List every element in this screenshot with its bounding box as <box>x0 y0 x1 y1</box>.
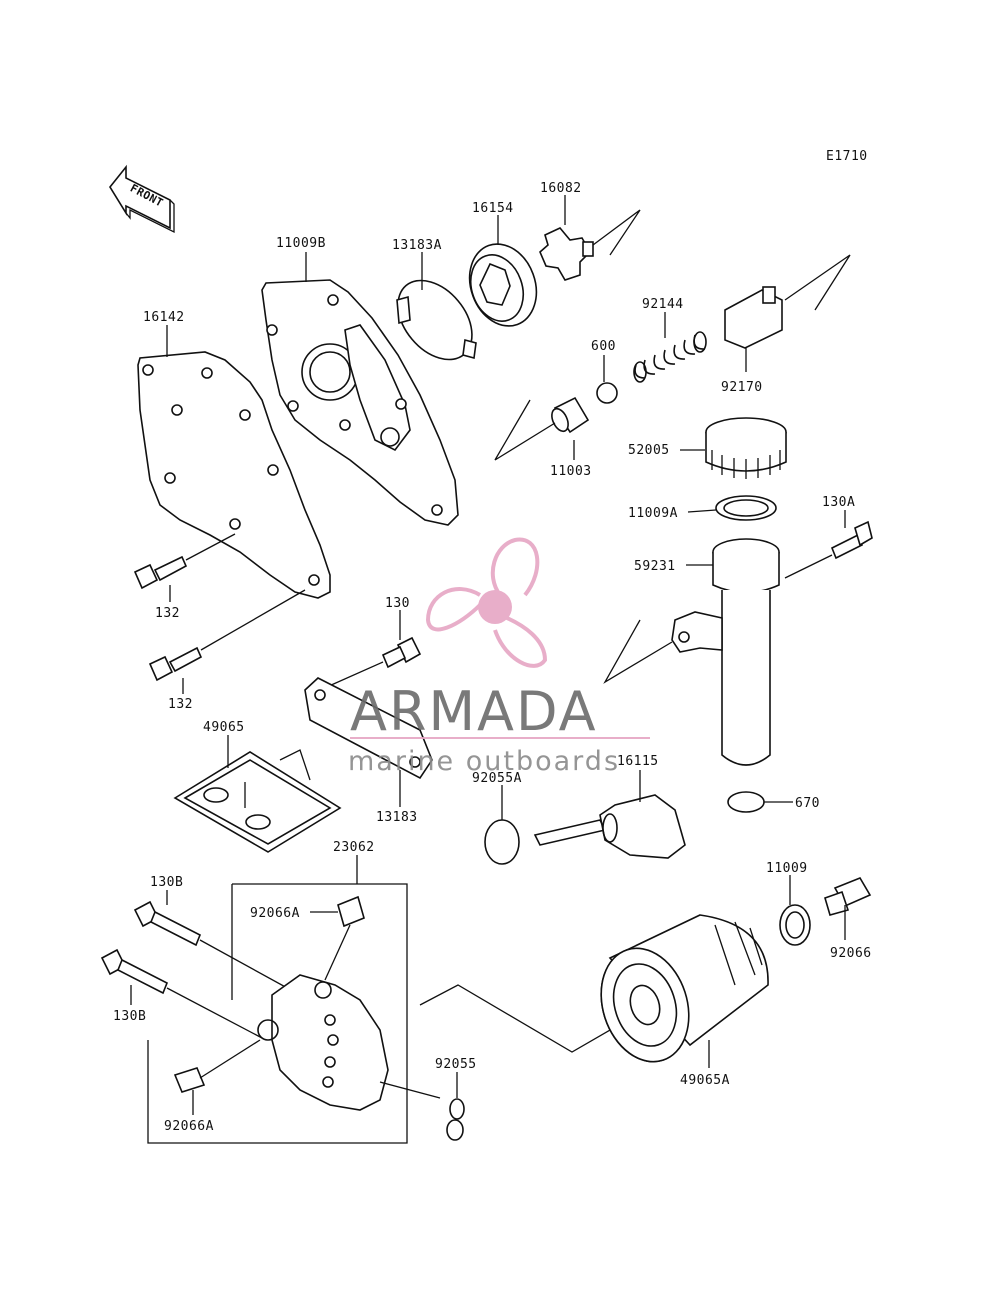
diagram-code: E1710 <box>826 149 868 164</box>
label-600: 600 <box>591 339 616 354</box>
part-670-oring <box>727 791 765 813</box>
propeller-logo-icon <box>425 537 548 668</box>
part-130B-bolt-upper <box>133 900 301 996</box>
leader-lines <box>130 195 846 1115</box>
part-130-bolt <box>319 636 422 691</box>
part-92144-spring <box>633 331 707 383</box>
part-13183-plate <box>304 677 433 780</box>
part-59231-pipe <box>603 538 780 766</box>
label-670: 670 <box>795 796 820 811</box>
part-16115-dipstick <box>533 794 686 859</box>
part-16082-rotor <box>539 209 641 281</box>
part-52005-cap <box>705 417 787 479</box>
part-92055-oring <box>446 1098 465 1141</box>
part-92066A-plug-upper <box>324 895 365 981</box>
label-11009: 11009 <box>766 861 808 876</box>
part-13183A-plate <box>396 279 477 361</box>
part-130A-bolt <box>784 520 873 579</box>
label-92055A: 92055A <box>472 771 522 786</box>
label-13183A: 13183A <box>392 238 442 253</box>
label-92066: 92066 <box>830 946 872 961</box>
part-49065A-filter <box>600 914 769 1063</box>
label-130B-upper: 130B <box>150 875 183 890</box>
front-arrow-icon: FRONT <box>109 164 175 234</box>
part-16154-rotor <box>468 243 538 327</box>
label-23062: 23062 <box>333 840 375 855</box>
pump-filter-link <box>419 984 611 1053</box>
part-130B-bolt-lower <box>100 948 263 1039</box>
label-16142: 16142 <box>143 310 185 325</box>
part-23062-box <box>147 883 408 1144</box>
part-49065-strainer <box>173 749 342 853</box>
label-132-lower: 132 <box>168 697 193 712</box>
part-600-ball <box>596 382 618 404</box>
label-11003: 11003 <box>550 464 592 479</box>
label-13183: 13183 <box>376 810 418 825</box>
label-92066A-upper: 92066A <box>250 906 300 921</box>
label-92055: 92055 <box>435 1057 477 1072</box>
label-49065: 49065 <box>203 720 245 735</box>
label-130A: 130A <box>822 495 855 510</box>
part-11003-plunger <box>494 396 590 461</box>
label-52005: 52005 <box>628 443 670 458</box>
label-11009A: 11009A <box>628 506 678 521</box>
label-16082: 16082 <box>540 181 582 196</box>
part-16142-gasket <box>137 351 331 599</box>
label-92144: 92144 <box>642 297 684 312</box>
label-16115: 16115 <box>617 754 659 769</box>
label-49065A: 49065A <box>680 1073 730 1088</box>
part-92066A-plug-lower <box>173 1039 261 1093</box>
part-92066-plug <box>824 877 872 916</box>
label-92066A-lower: 92066A <box>164 1119 214 1134</box>
part-132-bolt-upper <box>133 533 236 590</box>
watermark-tagline: marine outboards <box>348 746 620 777</box>
part-11009-washer <box>779 904 811 946</box>
watermark-brand: ARMADA <box>350 680 598 743</box>
part-132-bolt-lower <box>148 589 306 682</box>
label-92170: 92170 <box>721 380 763 395</box>
part-11009B-gasket <box>261 279 459 526</box>
label-59231: 59231 <box>634 559 676 574</box>
label-16154: 16154 <box>472 201 514 216</box>
label-11009B: 11009B <box>276 236 326 251</box>
part-92055A-oring <box>484 819 520 865</box>
label-130: 130 <box>385 596 410 611</box>
label-130B-lower: 130B <box>113 1009 146 1024</box>
watermark: ARMADA marine outboards <box>348 537 650 777</box>
part-92170-clip <box>724 254 851 349</box>
part-pump-body <box>257 974 441 1111</box>
label-132-upper: 132 <box>155 606 180 621</box>
